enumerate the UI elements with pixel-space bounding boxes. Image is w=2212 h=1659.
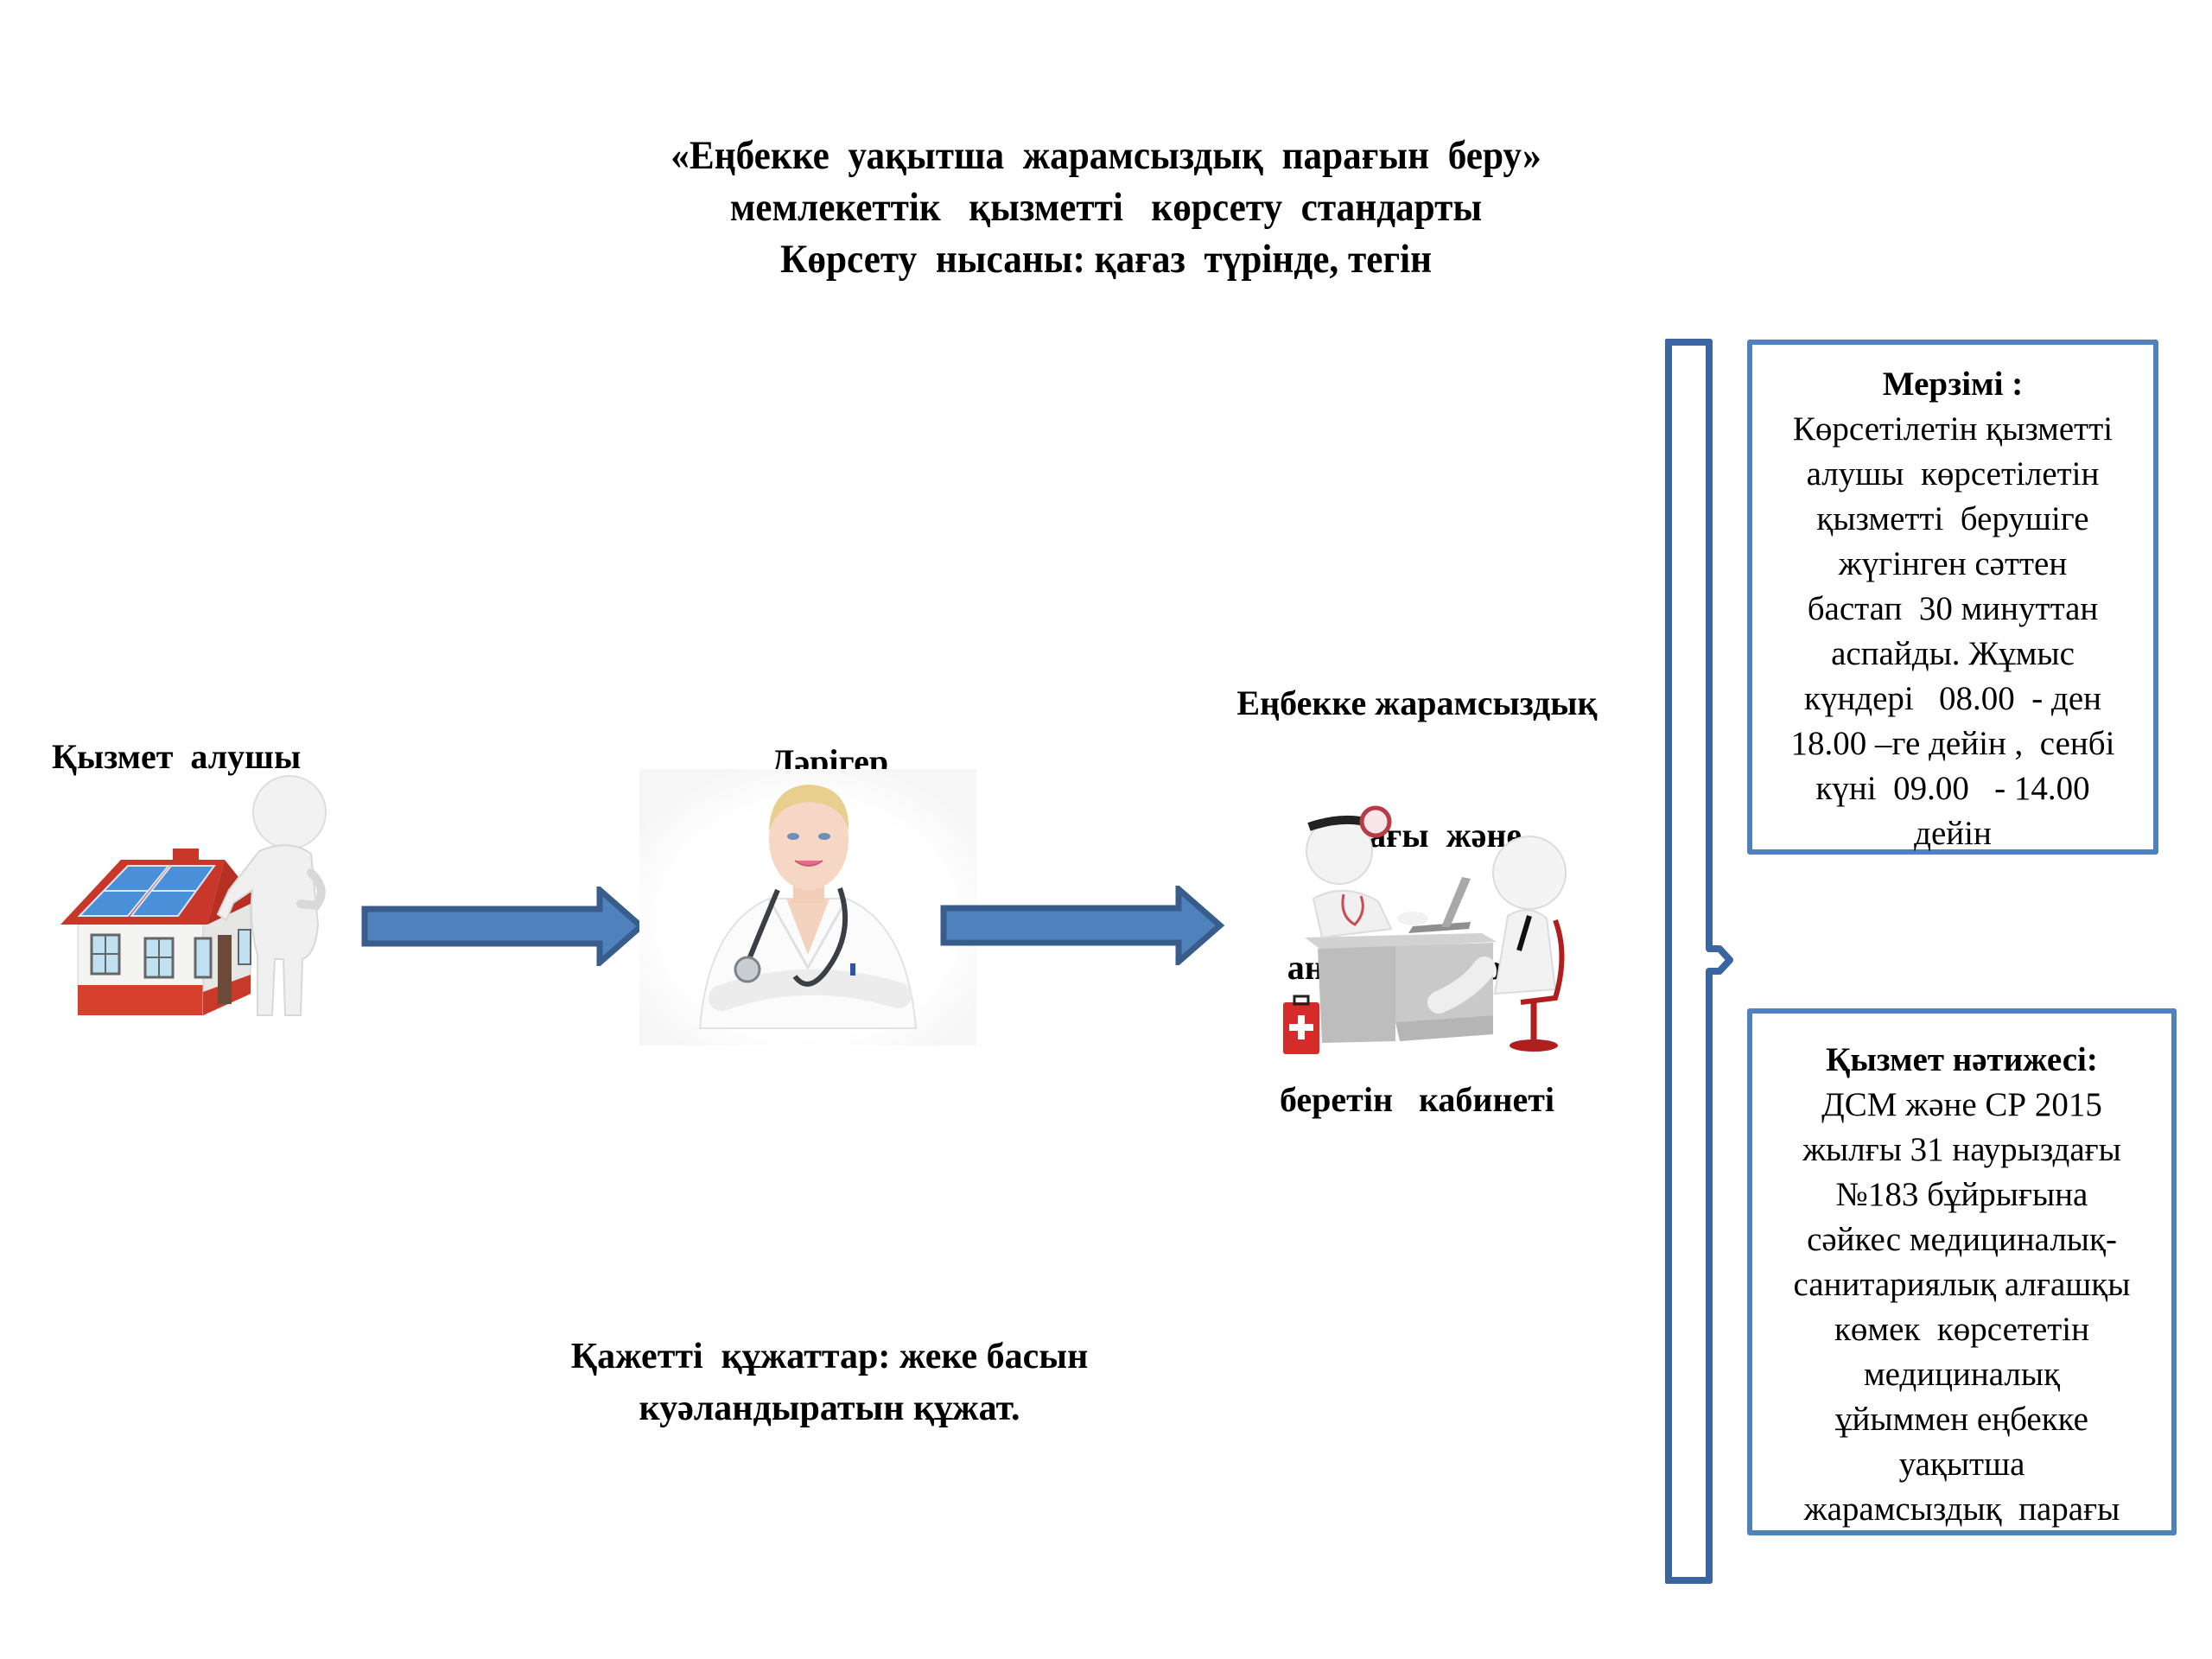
box-line: қызметті берушіге: [1816, 500, 2089, 537]
person-with-house-icon: [26, 752, 372, 1046]
box-line: ДСМ және СР 2015: [1821, 1086, 2102, 1123]
box-line: жүгінген сәттен: [1838, 545, 2068, 582]
title-line: мемлекеттік қызметті көрсету стандарты: [729, 185, 1483, 230]
label-line: беретін кабинеті: [1279, 1080, 1555, 1119]
box-line: Көрсетілетін қызметті: [1792, 410, 2113, 448]
box-line: санитариялық алғашқы: [1793, 1266, 2131, 1303]
box-line: уақытша: [1898, 1446, 2025, 1483]
flow-arrow-right: [940, 882, 1225, 969]
service-term-box: Мерзімі : Көрсетілетін қызметті алушы кө…: [1747, 340, 2158, 855]
label-line: Еңбекке жарамсыздық: [1236, 683, 1598, 722]
doctor-consultation-icon: [1270, 782, 1599, 1067]
box-line: жарамсыздық парағы: [1803, 1491, 2120, 1528]
docs-line: Қажетті құжаттар: жеке басын: [570, 1337, 1089, 1376]
service-result-box: Қызмет нәтижесі: ДСМ және СР 2015 жылғы …: [1747, 1008, 2177, 1535]
box-line: ұйыммен еңбекке: [1835, 1401, 2088, 1438]
box-line: алушы көрсетілетін: [1806, 455, 2100, 493]
box-line: жылғы 31 наурыздағы: [1802, 1131, 2121, 1168]
page-title: «Еңбекке уақытша жарамсыздық парағын бер…: [470, 130, 1742, 285]
docs-line: куәландыратын құжат.: [639, 1389, 1020, 1428]
box-line: сәйкес медициналық-: [1807, 1221, 2117, 1258]
box-line: көмек көрсететін: [1834, 1311, 2090, 1348]
box-line: №183 бұйрығына: [1835, 1176, 2088, 1213]
required-documents-note: Қажетті құжаттар: жеке басын куәландырат…: [484, 1331, 1175, 1434]
doctor-icon: [639, 769, 976, 1046]
step-label-client: Қызмет алушы: [52, 646, 363, 823]
box-line: күні 09.00 - 14.00: [1815, 770, 2090, 807]
title-line: Көрсету нысаны: қағаз түрінде, тегін: [779, 237, 1433, 282]
box-line: күндері 08.00 - ден: [1803, 680, 2102, 717]
box-line: медициналық: [1863, 1356, 2061, 1393]
box-line: дейін: [1914, 815, 1992, 852]
box-line: 18.00 –ге дейін , сенбі: [1790, 725, 2115, 762]
box-title: Қызмет нәтижесі:: [1826, 1041, 2098, 1078]
title-line: «Еңбекке уақытша жарамсыздық парағын бер…: [671, 133, 1541, 178]
label-line: Қызмет алушы: [52, 737, 302, 776]
bracket-connector: [1659, 334, 1745, 1590]
box-line: аспайды. Жұмыс: [1831, 635, 2075, 672]
box-line: бастап 30 минуттан: [1807, 590, 2099, 627]
flow-arrow-right: [361, 883, 646, 969]
box-title: Мерзімі :: [1882, 365, 2024, 403]
